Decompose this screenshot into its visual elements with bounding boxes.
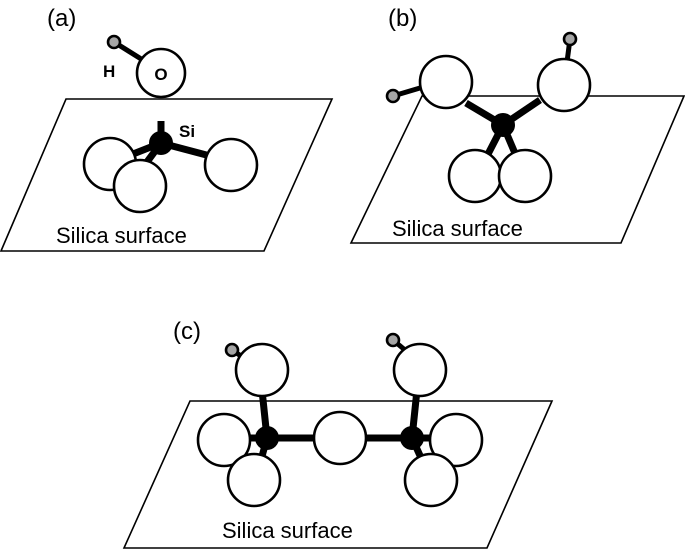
- panel-b-label: (b): [388, 5, 417, 32]
- panel-c-right-hydrogen: [385, 332, 401, 348]
- panel-a: (a) Silica surface O H Si: [0, 5, 334, 252]
- panel-c: (c) Silica surface: [122, 318, 554, 549]
- panel-b-oxygen-lower-right: [497, 148, 553, 204]
- panel-c-bridging-oxygen: [312, 410, 368, 466]
- panel-c-left-silicon: [255, 426, 279, 450]
- panel-c-left-oxygen-lower: [226, 452, 282, 508]
- panel-c-right-oxygen-lower: [403, 452, 459, 508]
- panel-a-surface-plane: [0, 98, 334, 252]
- panel-b-hydrogen-left: [385, 88, 401, 104]
- panel-a-oxygen-right: [203, 137, 259, 193]
- panel-c-left-hydrogen: [224, 342, 240, 358]
- panel-c-right-oxygen-right: [428, 412, 484, 468]
- panel-a-label: (a): [47, 5, 76, 32]
- panel-c-right-silicon: [400, 426, 424, 450]
- panel-c-left-hydroxyl-oxygen: [234, 342, 290, 398]
- panel-a-silicon-label: Si: [179, 122, 195, 141]
- panel-b-hydroxyl-oxygen-right: [536, 57, 592, 113]
- panel-a-oxygen-lower: [112, 158, 168, 214]
- panel-a-oxygen-label: O: [154, 65, 167, 84]
- panel-a-surface-label: Silica surface: [56, 223, 187, 248]
- panel-c-surface-label: Silica surface: [222, 518, 353, 543]
- panel-a-hydrogen-label: H: [103, 62, 115, 81]
- panel-b-oxygen-lower-left: [447, 148, 503, 204]
- panel-c-left-oxygen-left: [196, 412, 252, 468]
- panel-a-hydrogen: [106, 34, 122, 50]
- panel-c-right-hydroxyl-oxygen: [392, 342, 448, 398]
- panel-a-silicon: [149, 131, 173, 155]
- panel-b-hydrogen-right: [562, 31, 578, 47]
- panel-c-label: (c): [173, 318, 201, 345]
- panel-b: (b) Silica surface: [349, 5, 685, 244]
- panel-b-surface-label: Silica surface: [392, 216, 523, 241]
- panel-b-hydroxyl-oxygen-left: [418, 54, 474, 110]
- panel-b-silicon: [491, 113, 515, 137]
- panel-a-hydroxyl-oxygen: [135, 47, 187, 99]
